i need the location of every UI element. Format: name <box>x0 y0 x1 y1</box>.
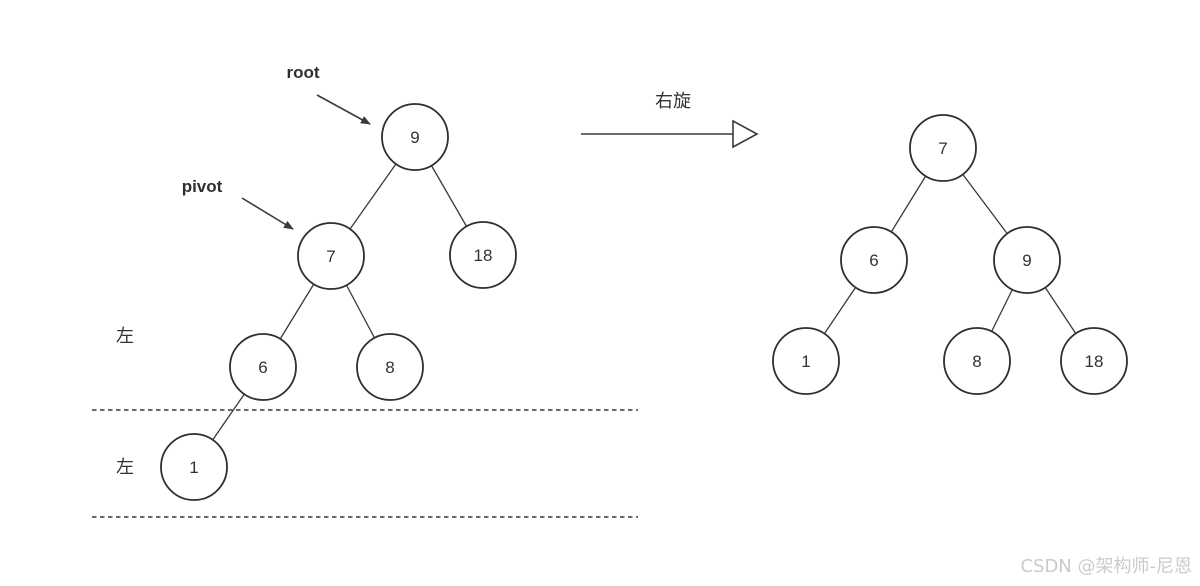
right-tree-node-9: 9 <box>993 226 1061 294</box>
right-tree-node-7: 7 <box>909 114 977 182</box>
pivot-label: pivot <box>182 177 223 196</box>
left-tree-node-18: 18 <box>449 221 517 289</box>
left-tree-node-6: 6 <box>229 333 297 401</box>
node-value: 18 <box>1085 352 1104 371</box>
rotate-arrow-head-icon <box>732 119 759 149</box>
left-tree-node-1: 1 <box>160 433 228 501</box>
node-value: 9 <box>1022 251 1031 270</box>
node-value: 1 <box>801 352 810 371</box>
node-value: 8 <box>972 352 981 371</box>
right-tree-node-18: 18 <box>1060 327 1128 395</box>
left-tree-node-7: 7 <box>297 222 365 290</box>
node-value: 7 <box>326 247 335 266</box>
node-value: 8 <box>385 358 394 377</box>
left-tree-node-8: 8 <box>356 333 424 401</box>
right-tree-node-1: 1 <box>772 327 840 395</box>
watermark: CSDN @架构师-尼恩 <box>1020 556 1192 577</box>
node-value: 6 <box>869 251 878 270</box>
root-label: root <box>286 63 319 82</box>
node-value: 7 <box>938 139 947 158</box>
rotate-arrow-label: 右旋 <box>655 91 691 112</box>
pivot-arrow <box>241 197 294 230</box>
left-tree: 9 7 18 6 8 1 <box>160 103 517 501</box>
rotate-right-arrow: 右旋 <box>581 91 759 149</box>
level-label-upper: 左 <box>116 326 134 347</box>
node-value: 18 <box>474 246 493 265</box>
node-value: 1 <box>189 458 198 477</box>
node-value: 9 <box>410 128 419 147</box>
right-tree-node-6: 6 <box>840 226 908 294</box>
node-value: 6 <box>258 358 267 377</box>
level-label-lower: 左 <box>116 457 134 478</box>
right-tree: 7 6 9 1 8 18 <box>772 114 1128 395</box>
left-tree-node-9: 9 <box>381 103 449 171</box>
right-tree-node-8: 8 <box>943 327 1011 395</box>
root-arrow <box>316 94 371 125</box>
